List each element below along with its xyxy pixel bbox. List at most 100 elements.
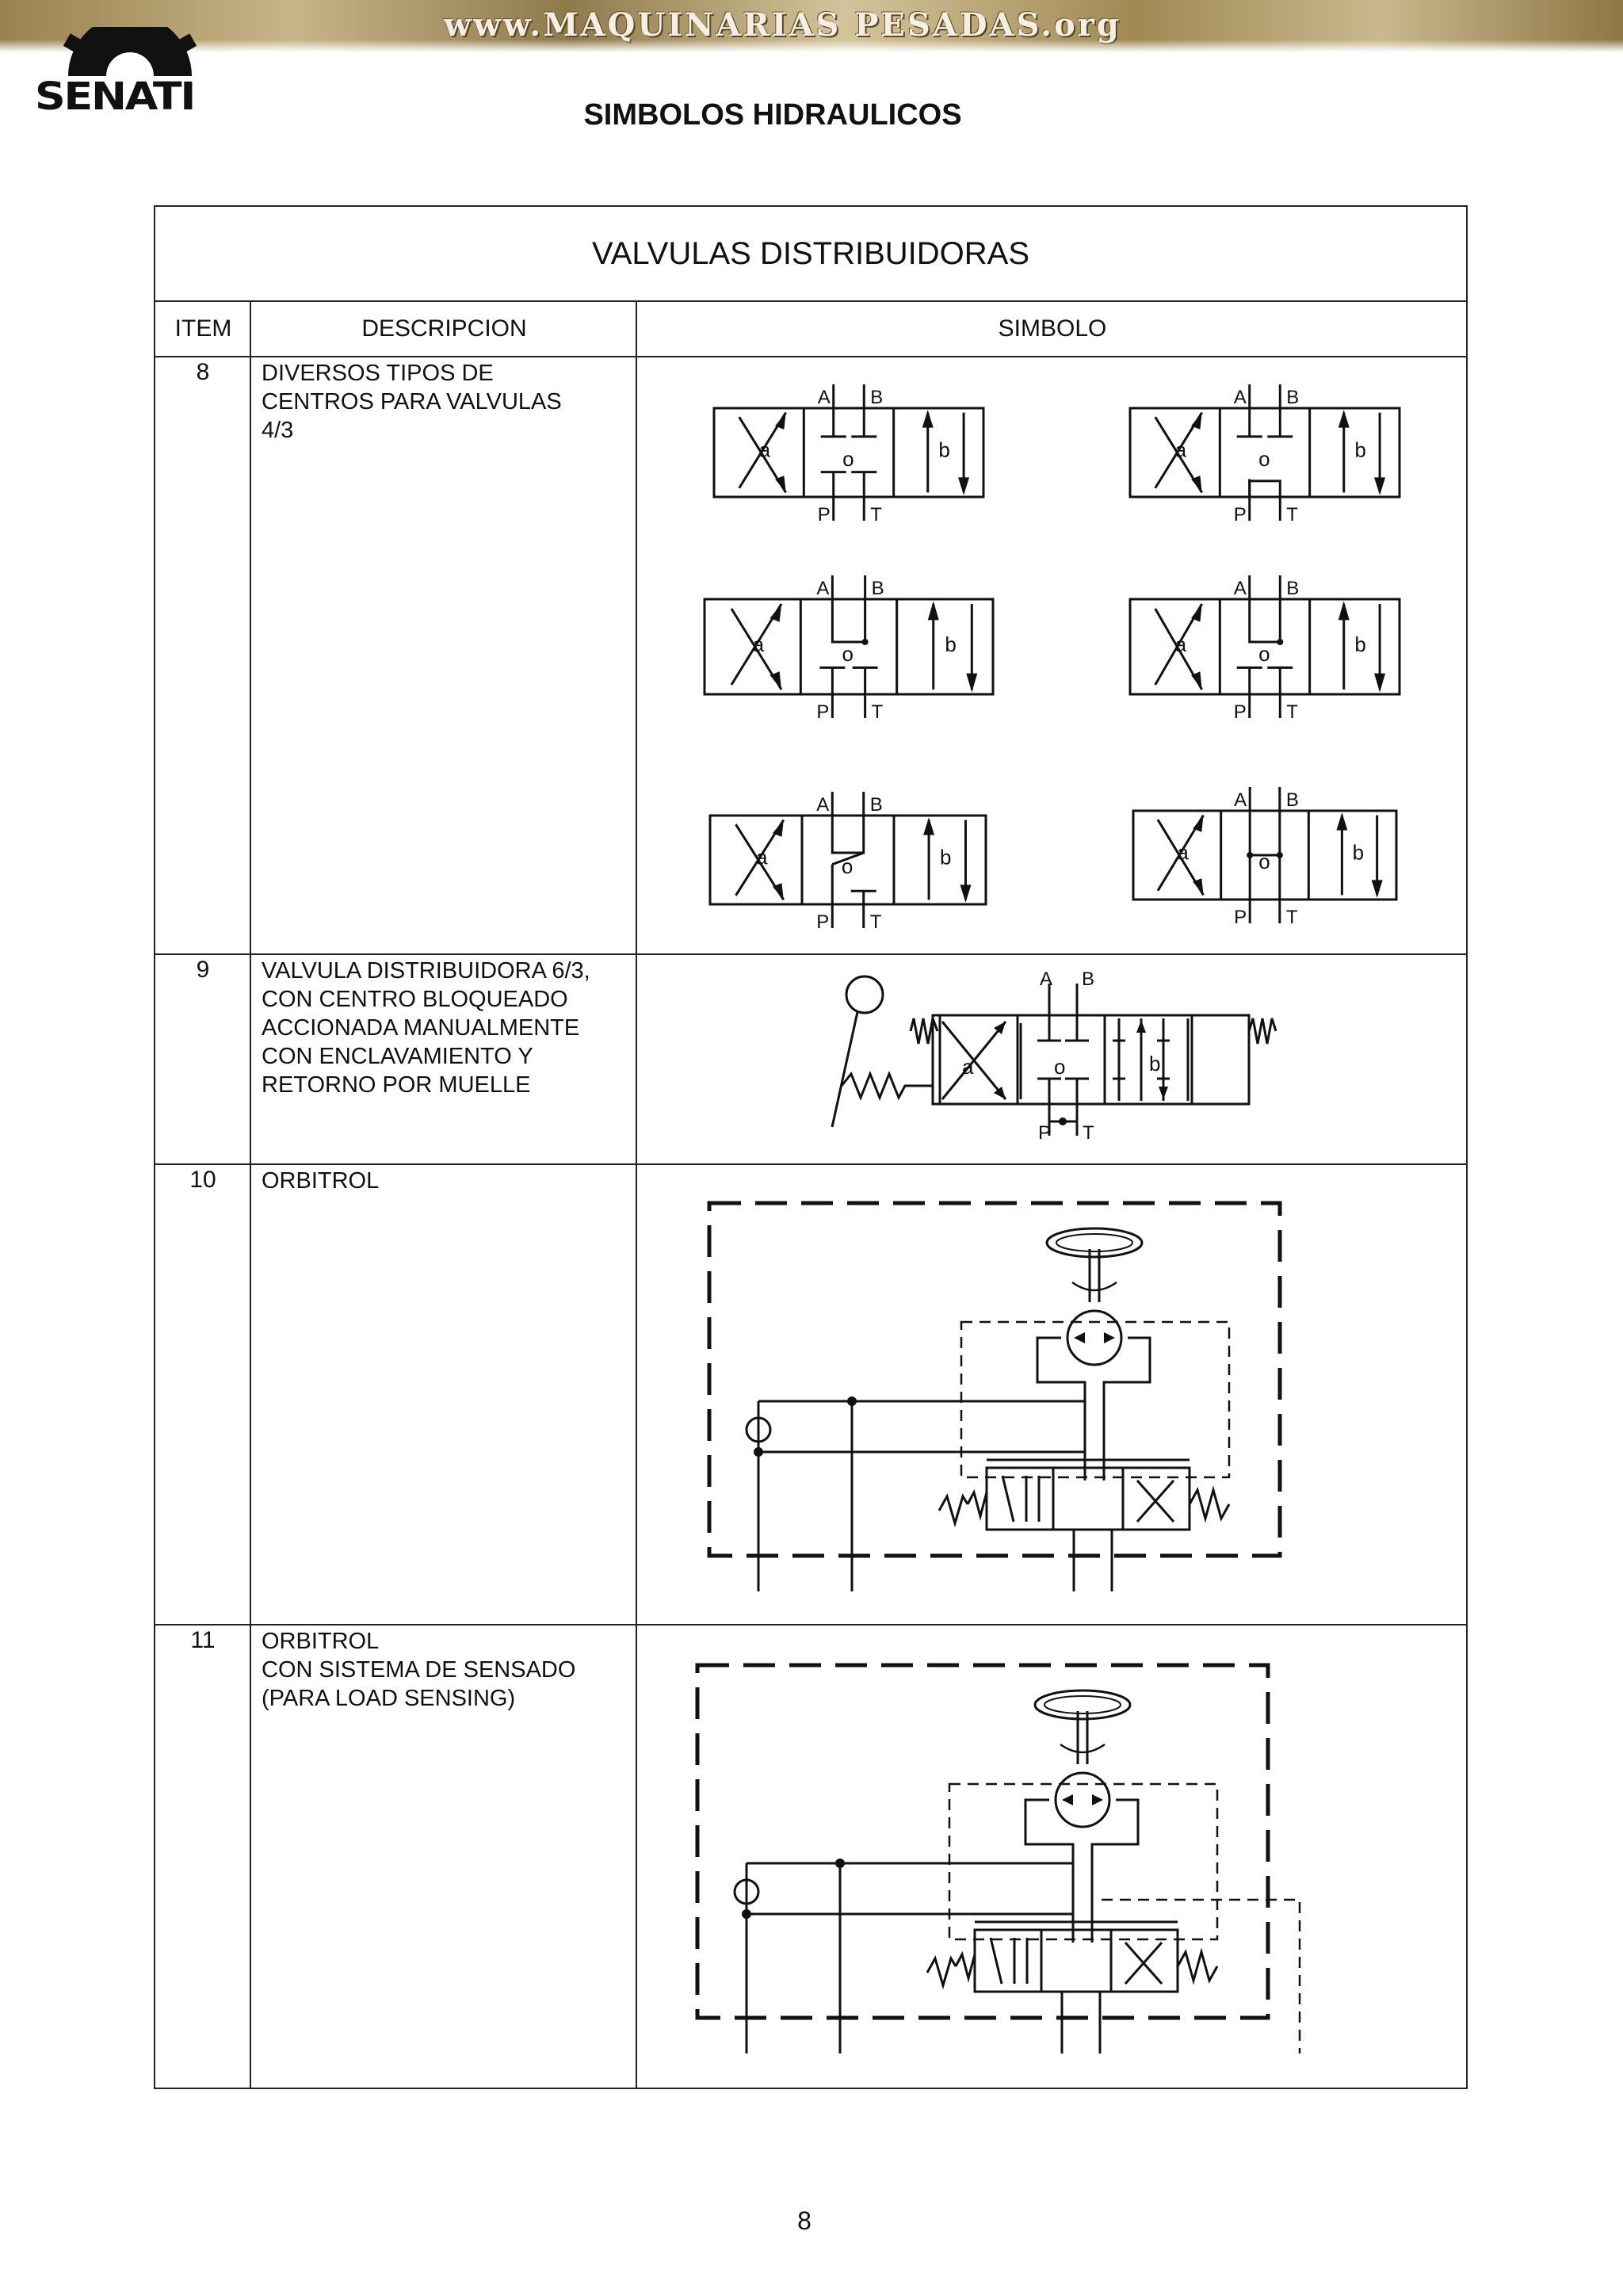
arrowhead [1193, 815, 1204, 832]
flow-path [1036, 1336, 1086, 1480]
gear-icon [63, 27, 197, 76]
position-label-o: o [1054, 1055, 1065, 1079]
column-divider [636, 302, 637, 2088]
junction-dot [1247, 852, 1254, 858]
port-label-a: A [818, 387, 831, 408]
port-label-b: B [1286, 578, 1299, 599]
valve-body [712, 407, 985, 499]
port-label-a: A [1234, 387, 1247, 408]
position-label-a: a [1177, 841, 1189, 865]
port-label-a: A [1040, 968, 1052, 990]
valve-body [1128, 598, 1401, 696]
spring-icon [926, 1955, 957, 1990]
section-title: VALVULAS DISTRIBUIDORAS [155, 207, 1466, 302]
port-label-t: T [1083, 1122, 1094, 1144]
junction-dot [742, 1909, 751, 1919]
item-description: ORBITROL CON SISTEMA DE SENSADO (PARA LO… [262, 1629, 576, 1711]
table-row: 10 ORBITROL [155, 1165, 1466, 1626]
port-label-p: P [1234, 504, 1247, 525]
metering-motor-icon [1066, 1309, 1123, 1366]
item-number: 10 [189, 1167, 216, 1193]
position-label-o: o [842, 854, 853, 878]
position-label-b: b [1354, 438, 1365, 462]
port-label-a: A [1234, 789, 1247, 811]
port-label-t: T [1286, 701, 1298, 723]
spring-icon [1176, 1947, 1219, 1985]
port-label-p: P [816, 701, 829, 723]
steering-wheel-rim [1044, 1695, 1121, 1714]
arrowhead [1191, 604, 1202, 622]
port-label-p: P [1038, 1122, 1051, 1144]
steering-wheel-icon [1033, 1689, 1132, 1721]
arrowhead [1191, 412, 1202, 430]
junction-dot [754, 1447, 763, 1457]
position-label-o: o [1258, 447, 1270, 471]
valve-body [1132, 809, 1398, 901]
item-number: 8 [196, 359, 210, 385]
enclosure-boundary [695, 1663, 1270, 2020]
orbitrol-circuit [707, 1201, 1282, 1591]
flow-path [1248, 479, 1281, 497]
arrowhead [958, 477, 970, 495]
arrowhead [1374, 477, 1386, 495]
flow-path [831, 599, 867, 644]
position-label-b: b [938, 438, 949, 462]
arrowhead [1074, 1332, 1085, 1343]
metering-motor-icon [1054, 1771, 1111, 1828]
column-header-item: ITEM [155, 302, 251, 357]
table-row: 9 VALVULA DISTRIBUIDORA 6/3, CON CENTRO … [155, 955, 1466, 1165]
arrowhead [1062, 1794, 1073, 1805]
spring-icon [954, 1950, 976, 1983]
arrowhead [1338, 601, 1350, 621]
position-label-a: a [756, 846, 768, 869]
position-label-a: a [1175, 438, 1187, 462]
column-divider [250, 302, 251, 2088]
port-label-p: P [1234, 907, 1247, 928]
item-description: VALVULA DISTRIBUIDORA 6/3, CON CENTRO BL… [262, 958, 590, 1098]
item-number: 11 [190, 1627, 216, 1653]
port-label-b: B [870, 794, 883, 816]
rotation-arrow-icon [1071, 1281, 1117, 1292]
port-label-t: T [870, 911, 882, 933]
flow-path [1248, 599, 1281, 644]
junction-dot [847, 1396, 857, 1406]
position-label-b: b [1354, 632, 1365, 656]
port-label-b: B [1286, 789, 1299, 811]
arrowhead [775, 476, 786, 493]
junction-dot [1276, 852, 1283, 858]
steering-unit-boundary [960, 1320, 1231, 1479]
flow-path [831, 816, 865, 854]
position-label-b: b [940, 846, 951, 869]
orbitrol-load-sensing-symbol [695, 1663, 1301, 2053]
table-row: 8 DIVERSOS TIPOS DE CENTROS PARA VALVULA… [155, 357, 1466, 955]
arrowhead [769, 604, 782, 622]
flow-path [1024, 1798, 1075, 1943]
valve-body [708, 814, 987, 906]
item-description: DIVERSOS TIPOS DE CENTROS PARA VALVULAS … [262, 361, 562, 443]
arrowhead [1092, 1794, 1103, 1805]
position-label-a: a [753, 632, 765, 656]
arrowhead [923, 817, 935, 835]
port-label-a: A [1234, 578, 1247, 599]
port-label-t: T [872, 701, 884, 723]
orbitrol-load-sensing-circuit [695, 1663, 1301, 2053]
port-label-b: B [1286, 387, 1299, 408]
table-row: 11 ORBITROL CON SISTEMA DE SENSADO (PARA… [155, 1626, 1466, 2089]
position-label-o: o [1258, 642, 1270, 666]
arrowhead [769, 671, 782, 690]
position-label-o: o [1258, 850, 1270, 873]
arrowhead [1338, 410, 1350, 428]
port-label-t: T [1286, 907, 1298, 928]
position-label-a: a [962, 1055, 974, 1079]
item-description: ORBITROL [262, 1168, 380, 1194]
arrowhead [1371, 880, 1383, 898]
flow-path [1102, 1336, 1151, 1480]
check-valve-icon [733, 1878, 760, 1905]
steering-unit-boundary [948, 1782, 1219, 1941]
port-label-a: A [816, 578, 829, 599]
check-valve-icon [745, 1416, 772, 1443]
column-header-symbol: SIMBOLO [637, 302, 1468, 357]
